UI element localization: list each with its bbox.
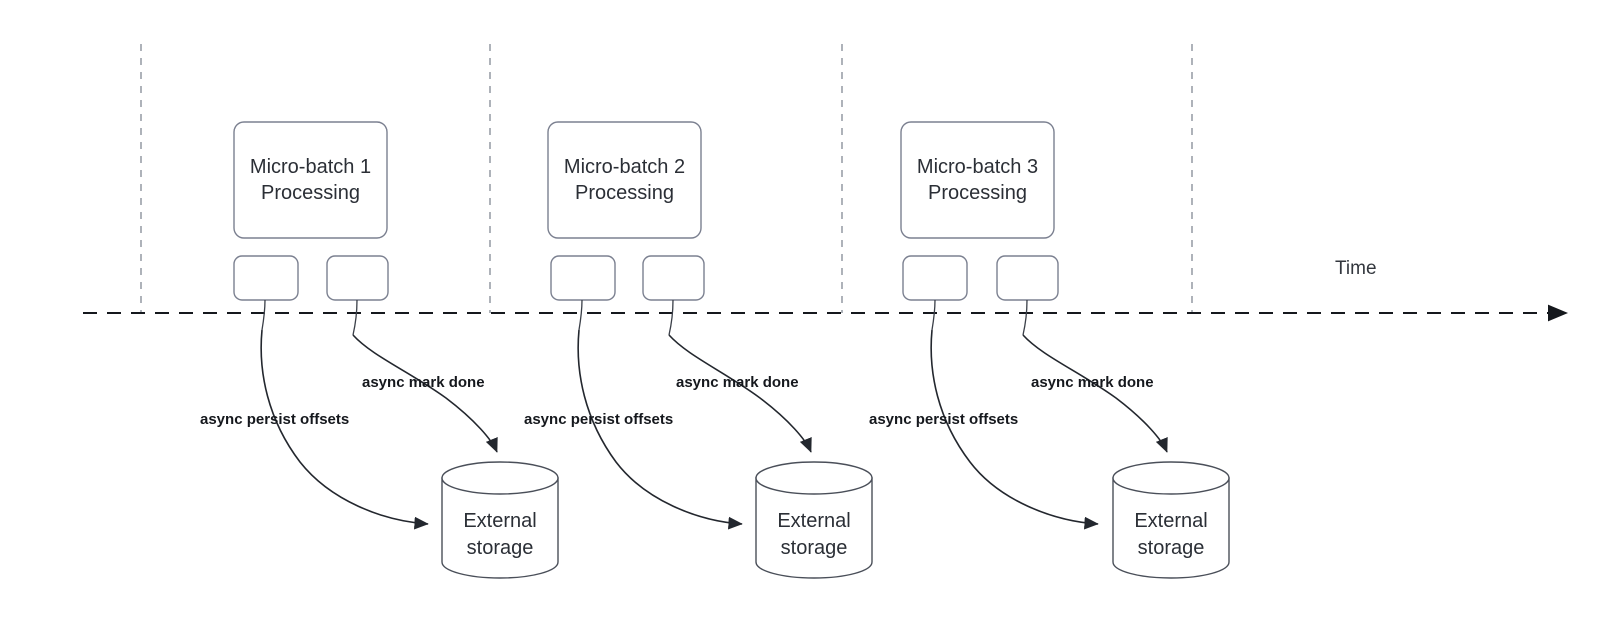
micro-batch-group-1: Micro-batch 1 Processing External storag…: [200, 121, 559, 579]
flow-label-persist-1: async persist offsets: [200, 411, 349, 428]
flow-label-markdone-2: async mark done: [676, 374, 799, 391]
flow-label-markdone-1: async mark done: [362, 374, 485, 391]
external-storage-3-top: [1112, 461, 1230, 495]
external-storage-2-label-line2: storage: [781, 537, 848, 559]
external-storage-3-label-line1: External: [1134, 510, 1207, 532]
flow-label-persist-3: async persist offsets: [869, 411, 1018, 428]
flow-label-markdone-3: async mark done: [1031, 374, 1154, 391]
task-1a-stub: [261, 299, 266, 331]
flow-curve-markdone-3: [1022, 334, 1168, 453]
task-2a-stub: [578, 299, 583, 331]
flow-curve-persist-2: [577, 329, 743, 530]
flow-curve-markdone-2: [668, 334, 812, 453]
micro-batch-1-label-line1: Micro-batch 1: [250, 156, 371, 178]
micro-batch-1-label-line2: Processing: [261, 182, 360, 204]
micro-batch-3-label-line2: Processing: [928, 182, 1027, 204]
external-storage-1-top: [441, 461, 559, 495]
task-box-1a[interactable]: [233, 255, 299, 301]
flow-label-persist-2: async persist offsets: [524, 411, 673, 428]
micro-batch-2-label-line1: Micro-batch 2: [564, 156, 685, 178]
task-box-1b[interactable]: [326, 255, 389, 301]
external-storage-2-top: [755, 461, 873, 495]
micro-batch-1-box[interactable]: [233, 121, 388, 239]
task-1b-stub: [352, 299, 358, 336]
external-storage-2-label-line1: External: [777, 510, 850, 532]
task-3a-stub: [931, 299, 936, 331]
flow-curve-persist-1: [260, 329, 429, 530]
external-storage-1[interactable]: External storage: [441, 461, 559, 579]
micro-batch-group-2: Micro-batch 2 Processing External storag…: [524, 121, 873, 579]
task-3b-stub: [1022, 299, 1028, 336]
micro-batch-2-label-line2: Processing: [575, 182, 674, 204]
task-box-3b[interactable]: [996, 255, 1059, 301]
micro-batch-2-box[interactable]: [547, 121, 702, 239]
task-box-3a[interactable]: [902, 255, 968, 301]
timeline-tick-group: [140, 44, 1193, 313]
flow-curve-markdone-1: [352, 334, 498, 453]
external-storage-3[interactable]: External storage: [1112, 461, 1230, 579]
task-2b-stub: [668, 299, 674, 336]
task-box-2b[interactable]: [642, 255, 705, 301]
external-storage-1-label-line1: External: [463, 510, 536, 532]
task-box-2a[interactable]: [550, 255, 616, 301]
external-storage-1-label-line2: storage: [467, 537, 534, 559]
micro-batch-3-box[interactable]: [900, 121, 1055, 239]
flow-curve-persist-3: [930, 329, 1099, 530]
micro-batch-group-3: Micro-batch 3 Processing External storag…: [869, 121, 1230, 579]
external-storage-2[interactable]: External storage: [755, 461, 873, 579]
external-storage-3-label-line2: storage: [1138, 537, 1205, 559]
time-axis-label: Time: [1335, 258, 1377, 279]
micro-batch-3-label-line1: Micro-batch 3: [917, 156, 1038, 178]
